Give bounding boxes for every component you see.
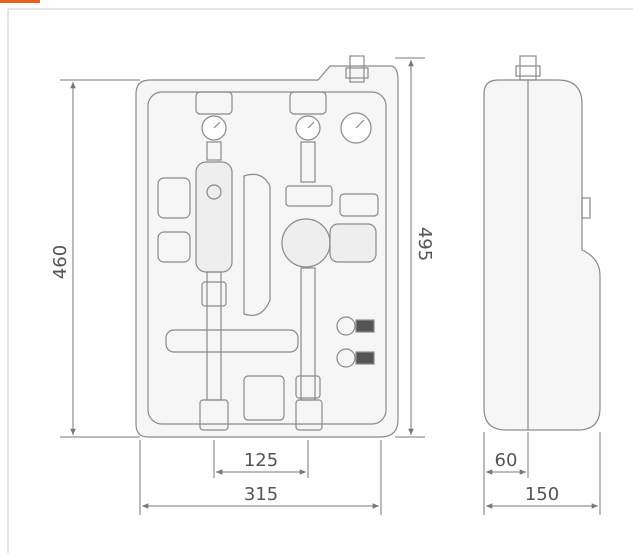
insulation-left-mid [157, 231, 191, 263]
side-housing [483, 79, 601, 431]
left-pipe-upper [206, 141, 222, 161]
dim-label-150: 150 [525, 484, 559, 505]
left-sensor-icon [206, 184, 222, 200]
front-housing [135, 65, 399, 438]
insulation-center-channel [243, 173, 271, 316]
right-insulation-block [339, 193, 379, 217]
dim-label-60: 60 [495, 450, 518, 471]
left-fitting [201, 281, 227, 307]
ball-valve-lower-icon [336, 348, 356, 368]
top-fitting [349, 55, 365, 83]
side-clip [581, 197, 591, 219]
base-block [243, 375, 285, 421]
pump-housing [285, 185, 333, 207]
dim-label-125: 125 [244, 450, 278, 471]
side-top-nut [515, 65, 541, 77]
valve-handle-lower [355, 351, 375, 365]
right-valve [289, 91, 327, 115]
dim-label-315: 315 [244, 484, 278, 505]
front-inner-panel [147, 91, 387, 425]
left-connector [199, 399, 229, 431]
right-fitting [295, 375, 321, 399]
pump-icon [281, 218, 331, 268]
top-fitting-nut [345, 67, 369, 79]
insulation-left-top [157, 177, 191, 219]
accent-mark [0, 0, 40, 3]
valve-handle-upper [355, 319, 375, 333]
right-pipe-upper [300, 141, 316, 183]
left-valve [195, 91, 233, 115]
front-view [135, 55, 399, 438]
ball-valve-upper-icon [336, 316, 356, 336]
side-view [483, 55, 601, 431]
insulation-bottom [165, 329, 299, 353]
left-cylinder [195, 161, 233, 273]
side-top-fitting [519, 55, 537, 81]
right-connector [295, 399, 323, 431]
pump-motor [329, 223, 377, 263]
dim-label-495: 495 [414, 227, 435, 261]
dim-label-460: 460 [50, 245, 71, 279]
